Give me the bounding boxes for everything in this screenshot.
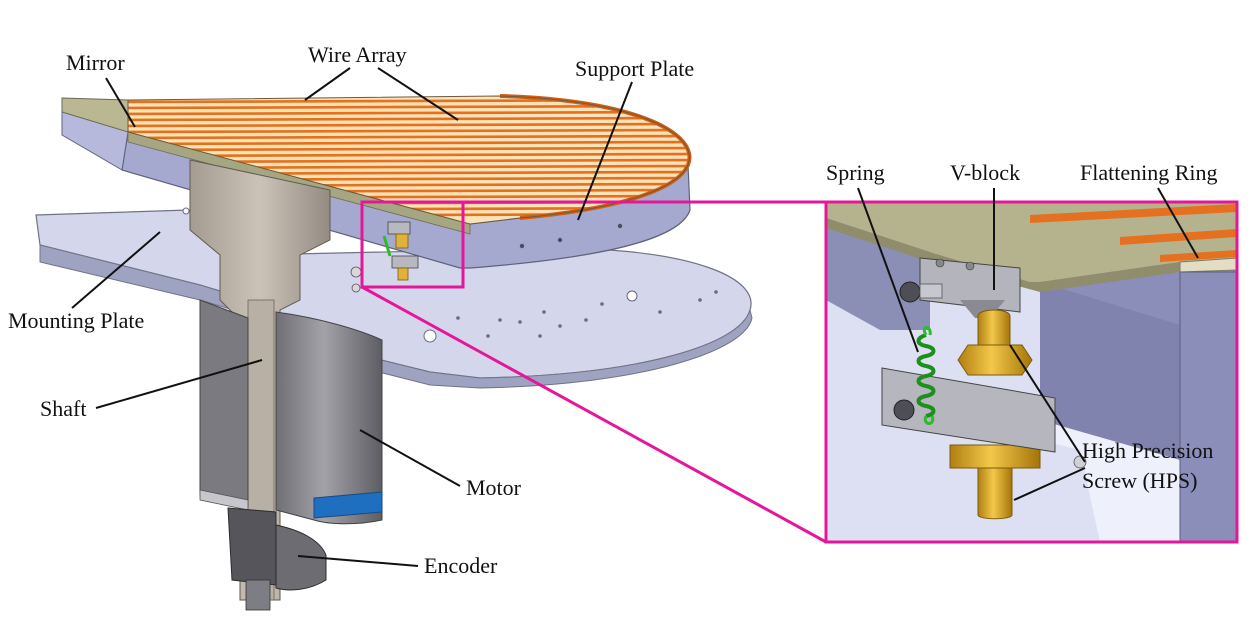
wire-array xyxy=(127,94,692,225)
label-mirror: Mirror xyxy=(66,50,125,75)
label-shaft: Shaft xyxy=(40,396,87,421)
spring xyxy=(916,326,936,425)
wire-array-detail xyxy=(1030,204,1237,262)
leader-lines xyxy=(71,67,1199,567)
label-v-block: V-block xyxy=(950,160,1021,185)
label-motor: Motor xyxy=(466,475,521,500)
motor xyxy=(199,299,383,525)
label-wire-array: Wire Array xyxy=(308,42,407,67)
encoder xyxy=(227,507,327,611)
detail-inset xyxy=(824,200,1239,544)
label-flattening-ring: Flattening Ring xyxy=(1080,160,1218,185)
high-precision-screw xyxy=(949,309,1041,520)
zoom-callout xyxy=(360,200,827,544)
label-hps-line2: Screw (HPS) xyxy=(1082,468,1198,493)
label-support-plate: Support Plate xyxy=(575,56,695,81)
label-mounting-plate: Mounting Plate xyxy=(8,308,145,333)
label-encoder: Encoder xyxy=(424,553,498,578)
label-hps-line1: High Precision xyxy=(1082,438,1214,463)
label-spring: Spring xyxy=(826,160,885,185)
hps-assembly-small xyxy=(350,221,419,293)
